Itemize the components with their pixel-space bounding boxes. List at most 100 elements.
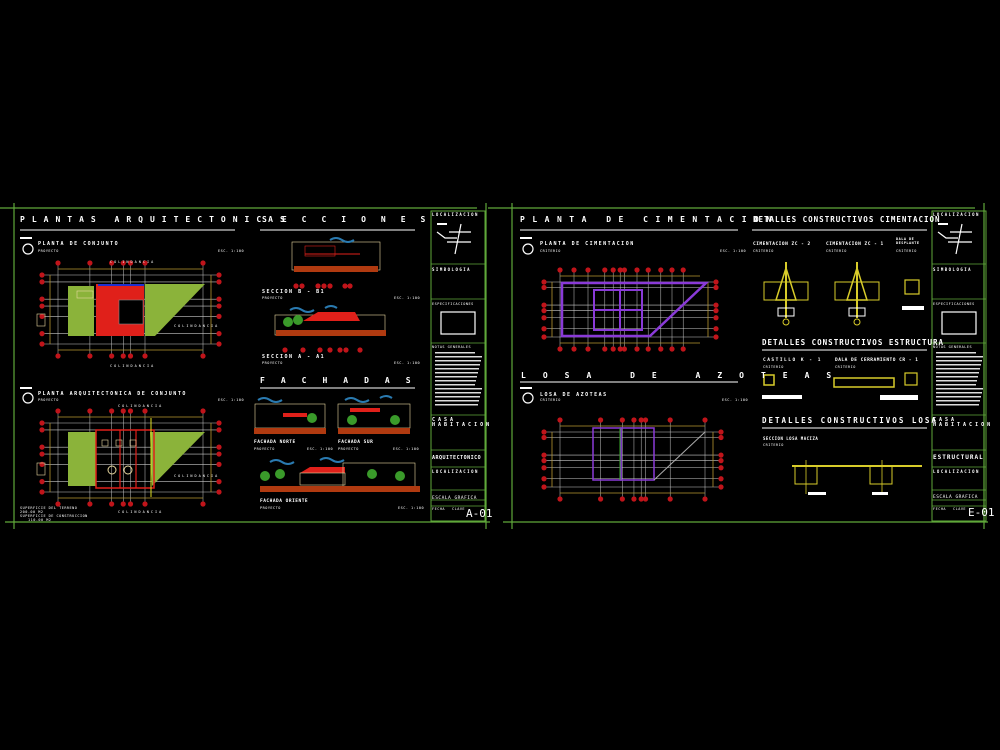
fachada-oriente-roof: [300, 467, 345, 473]
axis-marker: [853, 318, 861, 326]
zc1-sub: CRITERIO: [826, 249, 847, 253]
note-4: 110.00 M2: [28, 518, 52, 522]
notes-text-line: [936, 372, 979, 374]
grid-axis-bubble: [321, 283, 327, 289]
grid-axis-bubble: [39, 479, 45, 485]
notes-text-line: [936, 360, 982, 362]
grid-axis-bubble: [39, 341, 45, 347]
grid-axis-bubble: [541, 458, 547, 464]
tb-escala: ESCALA GRAFICA: [432, 496, 477, 501]
planta-arq-scale: ESC. 1:100: [218, 398, 245, 402]
grid-axis-bubble: [87, 408, 93, 414]
dala-desplante-detail: [904, 279, 920, 295]
grid-axis-bubble: [87, 501, 93, 507]
seccion-a-roof: [303, 312, 360, 321]
grid-axis-bubble: [713, 315, 719, 321]
grid-axis-bubble: [598, 417, 604, 423]
losa-plan-sub: CRITERIO: [540, 398, 561, 402]
ground-fachada-norte: [254, 428, 326, 434]
specification-logo: [941, 311, 977, 335]
specification-logo: [440, 311, 476, 335]
seccion-b-scale: ESC. 1:100: [394, 296, 421, 300]
grid-axis-bubble: [127, 260, 134, 266]
grid-axis-bubble: [658, 346, 664, 352]
grid-axis-bubble: [541, 334, 547, 340]
grid-axis-bubble: [645, 346, 651, 352]
grid-axis-bubble: [602, 267, 608, 273]
fachada-oriente-scale: ESC. 1:100: [398, 506, 425, 510]
cloud-icon: [329, 237, 355, 243]
notes-text-line: [936, 388, 983, 390]
grid-axis-bubble: [541, 434, 547, 441]
grid-axis-bubble: [541, 308, 547, 314]
grid-axis-bubble: [216, 341, 222, 347]
north-arrow-icon: [522, 243, 534, 255]
grid-axis-bubble: [327, 283, 333, 289]
grid-axis-bubble: [299, 283, 305, 289]
grid-axis-bubble: [557, 496, 563, 502]
grid-axis-bubble: [343, 347, 349, 353]
grid-axis-bubble: [120, 408, 126, 414]
grid-axis-bubble: [541, 302, 547, 308]
grid-axis-bubble: [642, 496, 649, 502]
grid-axis-bubble: [200, 353, 206, 359]
notes-text-line: [435, 364, 480, 366]
title-losa: LOSA DE AZOTEAS: [521, 371, 849, 380]
grid-axis-bubble: [293, 283, 299, 289]
north-arrow-icon: [22, 243, 34, 255]
grid-axis-bubble: [702, 417, 708, 423]
notes-text-line: [936, 356, 983, 358]
grid-axis-bubble: [142, 501, 148, 507]
furniture: [129, 439, 137, 447]
grid-axis-bubble: [713, 302, 719, 308]
colindancia-top: COLINDANCIA: [110, 260, 156, 264]
grid-axis-bubble: [642, 417, 649, 423]
grid-axis-bubble: [216, 444, 222, 450]
tb-localizacion: LOCALIZACION: [432, 212, 479, 217]
grid-axis-bubble: [621, 346, 628, 352]
grid-axis-bubble: [718, 429, 724, 435]
notes-text-line: [435, 380, 476, 382]
grid-axis-bubble: [39, 427, 45, 433]
seccion-losa-sub: CRITERIO: [763, 443, 784, 447]
planta-cim-sub: CRITERIO: [540, 249, 561, 253]
grid-axis-bubble: [713, 284, 719, 291]
axis-marker: [782, 318, 790, 326]
grid-axis-bubble: [216, 272, 222, 278]
tree-icon: [283, 317, 293, 327]
castillo-title: CASTILLO K - 1: [763, 358, 822, 363]
tb-proyecto: CASA HABITACION: [432, 417, 493, 428]
table-icon: [107, 465, 117, 475]
grid-axis-bubble: [39, 331, 45, 337]
title-fachadas: FACHADAS: [260, 376, 427, 385]
notes-text-line: [435, 376, 477, 378]
colindancia-right: COLINDANCIA: [174, 324, 220, 328]
grid-axis-bubble: [638, 417, 644, 423]
tb-notas: NOTAS GENERALES: [432, 345, 472, 349]
notes-text-line: [435, 388, 482, 390]
tb-especificaciones: ESPECIFICACIONES: [432, 302, 474, 306]
tb-tipo: ARQUITECTONICO: [432, 455, 482, 461]
notes-text-line: [936, 400, 980, 402]
grid-axis-bubble: [216, 420, 222, 426]
grid-axis-bubble: [109, 353, 115, 359]
title-plantas: PLANTAS ARQUITECTONICAS: [20, 215, 292, 224]
grid-axis-bubble: [39, 461, 45, 467]
grid-axis-bubble: [541, 279, 547, 285]
grid-axis-bubble: [216, 279, 222, 285]
grid-axis-bubble: [585, 267, 591, 273]
losa-panel: [620, 427, 655, 481]
grid-axis-bubble: [39, 444, 45, 450]
colindancia-bottom-2: COLINDANCIA: [118, 510, 164, 514]
patio: [118, 299, 144, 325]
grid-axis-bubble: [120, 260, 126, 266]
table-icon: [123, 465, 133, 475]
grid-axis-bubble: [619, 417, 625, 423]
seccion-losa-title: SECCION LOSA MACIZA: [763, 436, 819, 441]
note-1: SUPERFICIE DEL TERRENO: [20, 506, 78, 510]
grid-axis-bubble: [127, 501, 134, 507]
garden-triangle-2: [150, 432, 205, 486]
grid-axis-bubble: [216, 451, 222, 457]
seccion-a-sub: PROYECTO: [262, 361, 283, 365]
tb-r-escala: ESCALA GRAFICA: [933, 495, 978, 500]
